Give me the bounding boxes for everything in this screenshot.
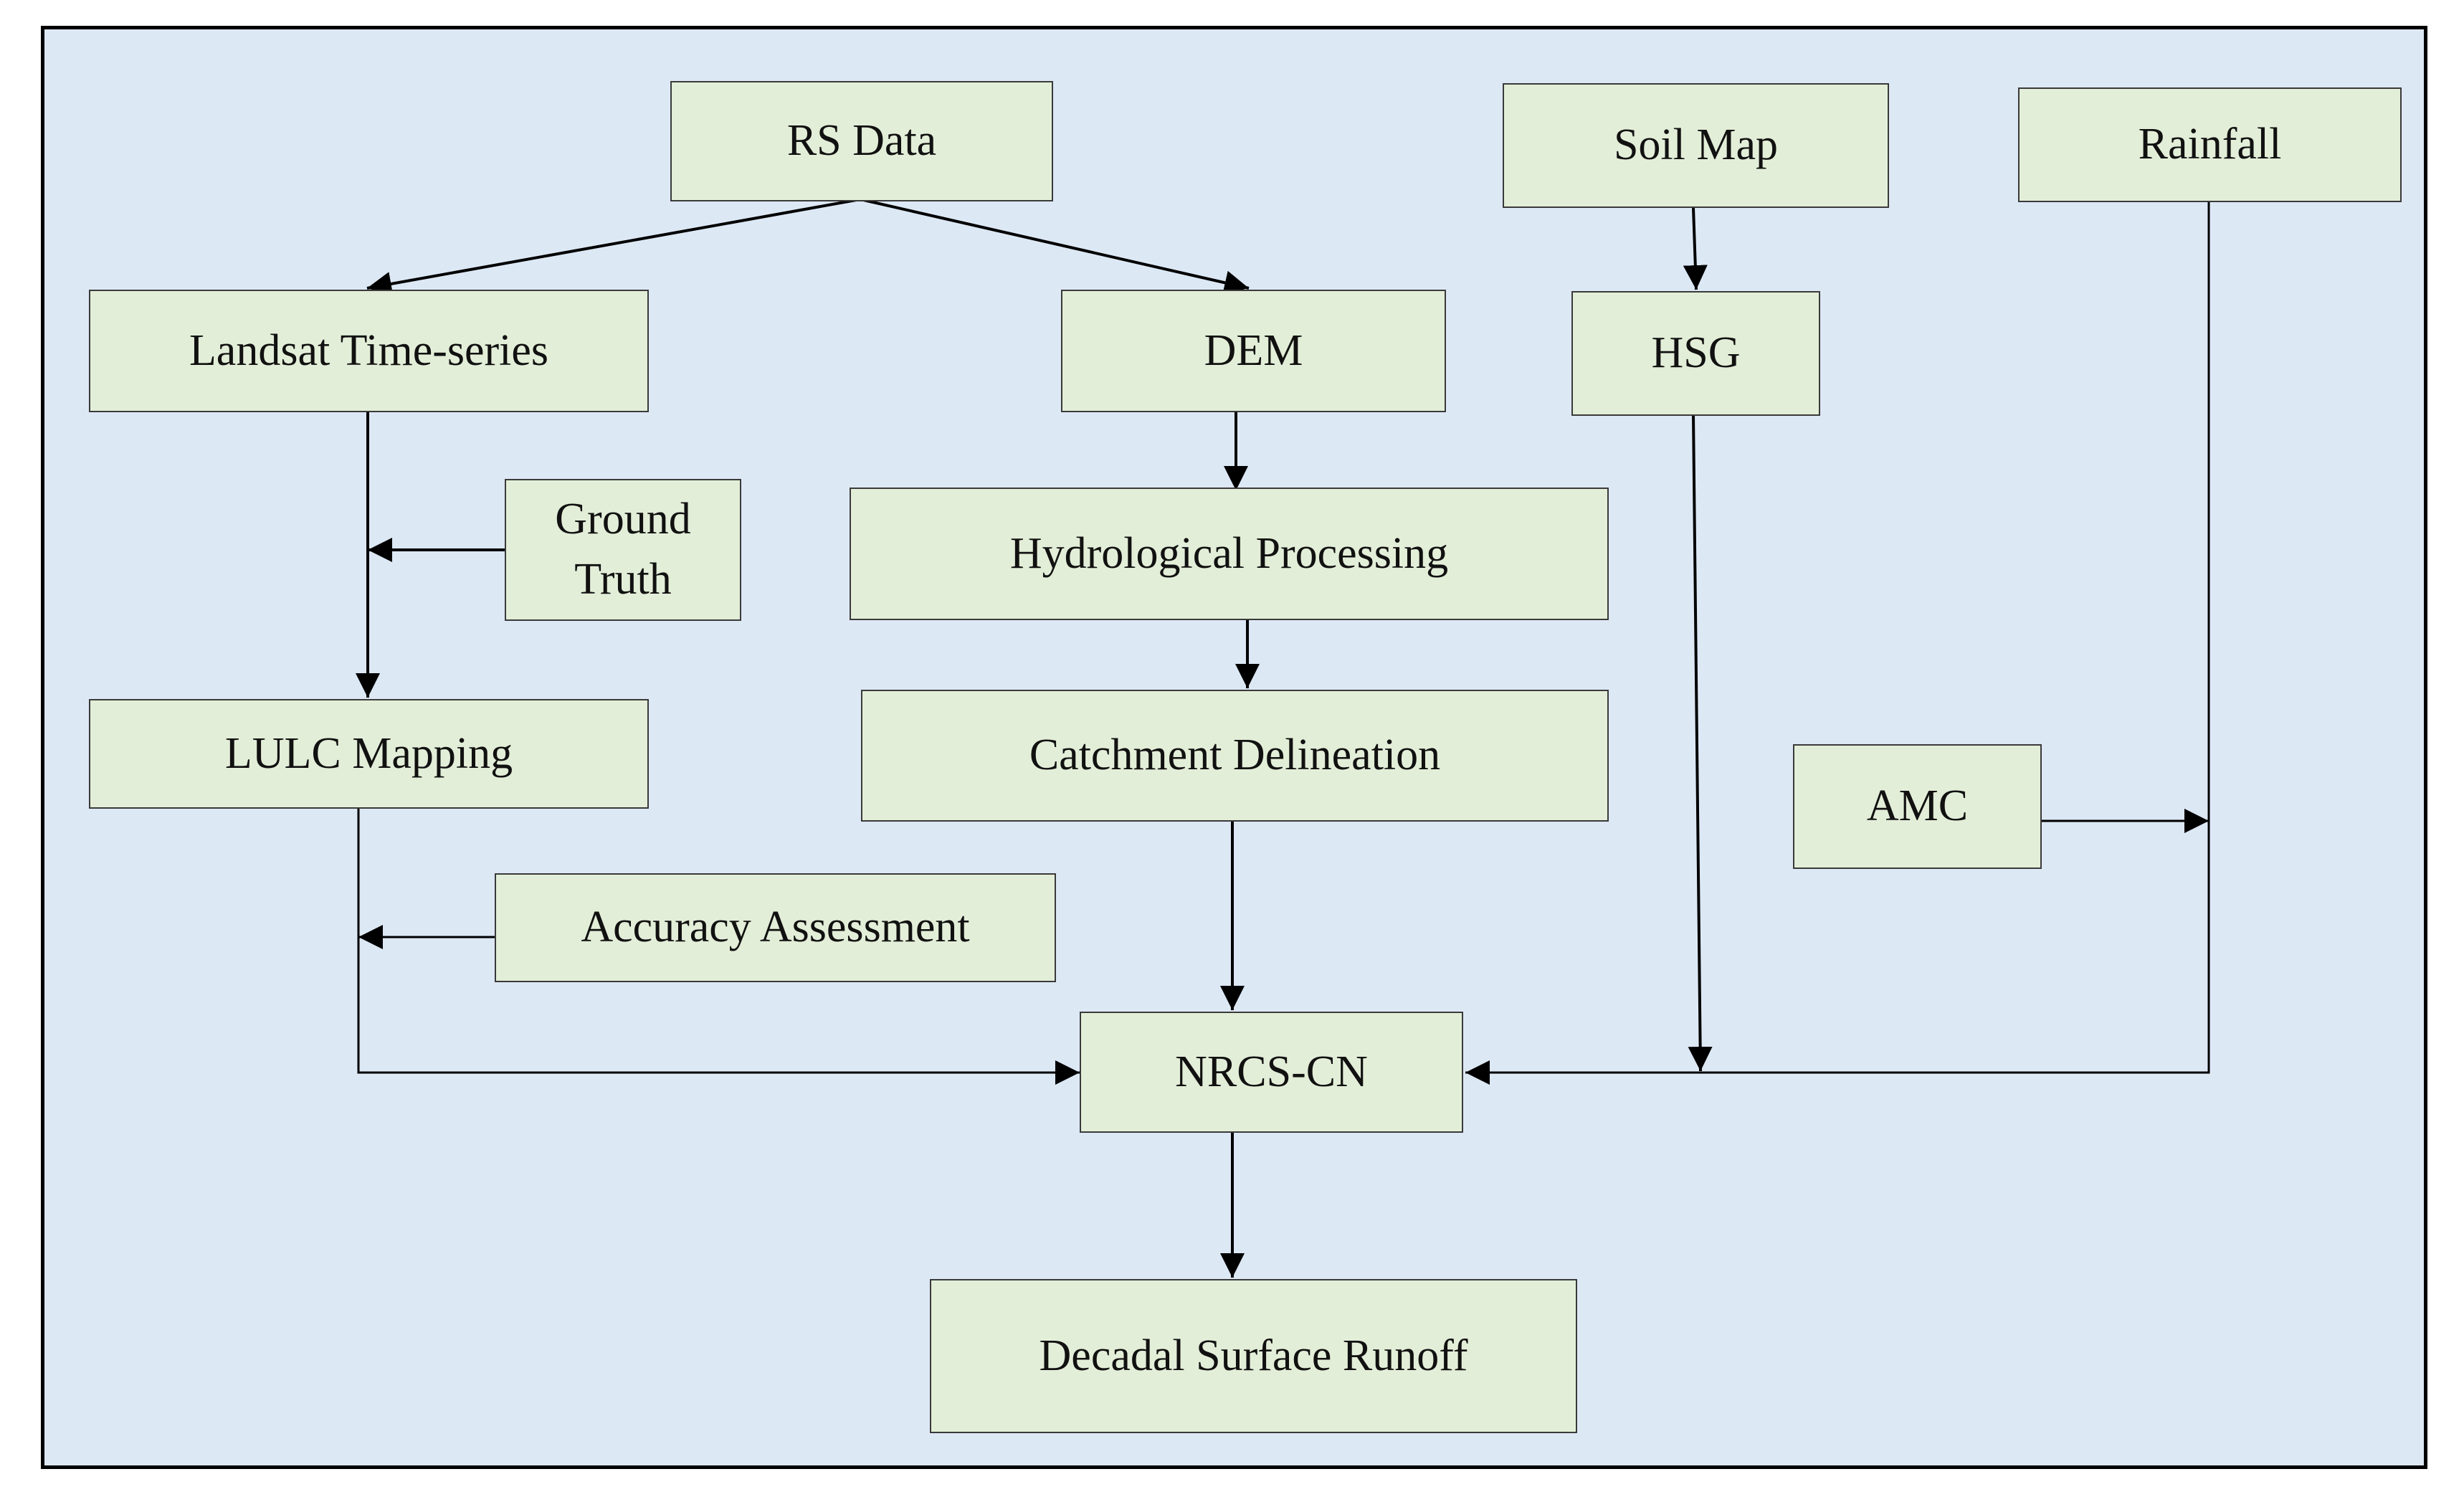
node-nrcs-cn: NRCS-CN	[1080, 1012, 1463, 1133]
node-amc: AMC	[1793, 744, 2042, 869]
node-soil-map: Soil Map	[1503, 83, 1889, 208]
edge-lulc-nrcs	[357, 809, 1080, 1085]
edge-hsg-nrcs	[1688, 414, 1713, 1072]
node-catchment-delineation: Catchment Delineation	[861, 690, 1609, 822]
node-accuracy-assessment: Accuracy Assessment	[495, 873, 1056, 982]
edge-rainfall-nrcs	[1465, 202, 2210, 1085]
node-rainfall: Rainfall	[2018, 87, 2402, 202]
node-ground-truth: Ground Truth	[505, 479, 741, 621]
node-rs-data: RS Data	[670, 81, 1053, 201]
edge-rs-landsat	[366, 198, 861, 296]
node-lulc-mapping: LULC Mapping	[89, 699, 649, 809]
node-dem: DEM	[1061, 290, 1446, 412]
node-hydrological-processing: Hydrological Processing	[850, 488, 1609, 620]
node-decadal-surface-runoff: Decadal Surface Runoff	[930, 1279, 1577, 1433]
edge-rs-dem	[860, 198, 1250, 295]
node-hsg: HSG	[1571, 291, 1820, 416]
node-landsat: Landsat Time-series	[89, 290, 649, 412]
edge-soil-hsg	[1683, 207, 1708, 290]
